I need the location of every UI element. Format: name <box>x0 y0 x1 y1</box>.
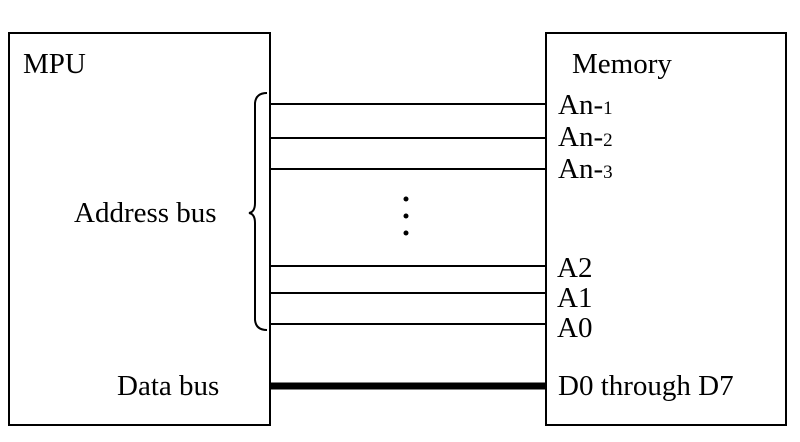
memory-address-label: A0 <box>557 314 592 343</box>
mpu-box <box>8 32 271 426</box>
ellipsis-dot <box>403 230 409 236</box>
address-base: A0 <box>557 312 593 344</box>
address-bus-label: Address bus <box>74 197 217 229</box>
address-base: A2 <box>557 252 593 284</box>
memory-address-label: An-1 <box>558 91 613 120</box>
ellipsis-dot <box>403 213 409 219</box>
memory-address-label: A1 <box>557 284 592 313</box>
memory-title: Memory <box>572 48 672 80</box>
address-index: 1 <box>603 98 613 119</box>
memory-data-label: D0 through D7 <box>558 370 734 402</box>
memory-address-label: An-3 <box>558 155 613 184</box>
address-bus-brace <box>248 92 268 331</box>
address-index: 2 <box>603 130 613 151</box>
address-base: A1 <box>557 282 593 314</box>
memory-box <box>545 32 787 426</box>
memory-address-label: An-2 <box>558 123 613 152</box>
mpu-title: MPU <box>23 48 86 80</box>
memory-address-label: A2 <box>557 254 592 283</box>
address-base: An- <box>558 89 604 121</box>
data-bus-label: Data bus <box>117 370 220 402</box>
address-base: An- <box>558 121 604 153</box>
address-index: 3 <box>603 162 613 183</box>
address-base: An- <box>558 153 604 185</box>
ellipsis-dot <box>403 196 409 202</box>
